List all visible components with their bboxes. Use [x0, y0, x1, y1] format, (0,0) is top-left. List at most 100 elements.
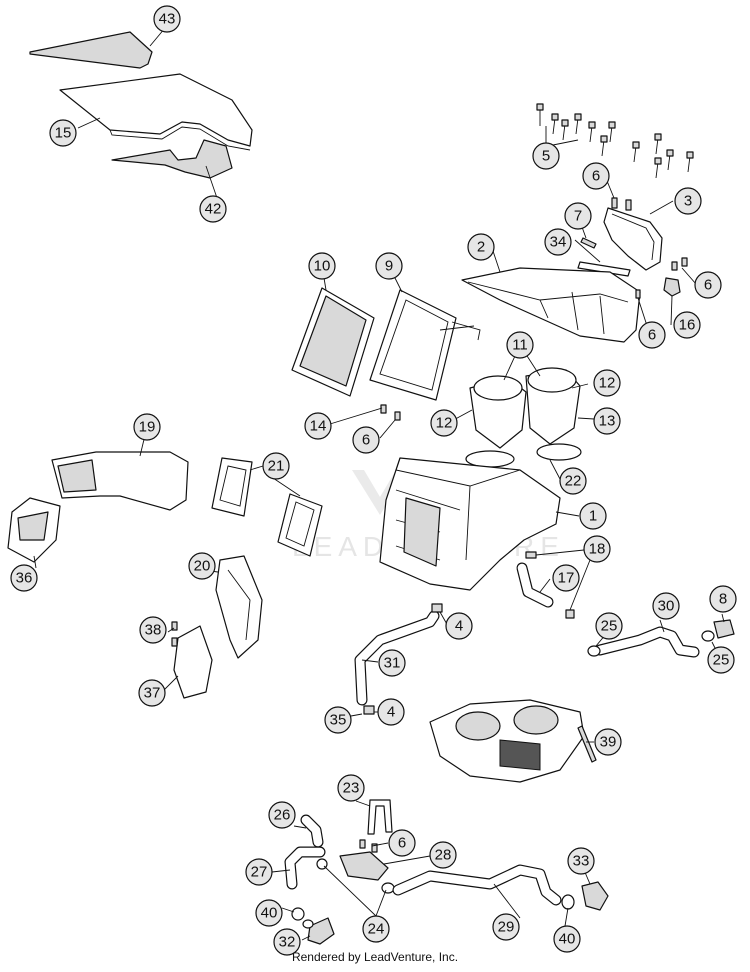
svg-text:6: 6	[648, 327, 656, 344]
svg-text:10: 10	[314, 258, 331, 275]
svg-text:35: 35	[330, 712, 347, 729]
clamp-40b	[291, 907, 305, 921]
callouts: 43 15 42 5 6 3 7 34 2 6 16 6 10 9 11 12 …	[10, 5, 737, 956]
callout-31: 31	[378, 649, 406, 677]
svg-text:28: 28	[435, 847, 452, 864]
callout-12-left: 12	[430, 409, 458, 437]
airbox-lid-ribs	[467, 281, 629, 335]
hose-17-inner	[517, 563, 553, 607]
cover-15-edge	[109, 126, 251, 151]
clamp-40a	[561, 894, 575, 910]
callout-33: 33	[567, 847, 595, 875]
bracket-23	[367, 799, 393, 835]
svg-text:33: 33	[573, 853, 590, 870]
svg-text:13: 13	[599, 413, 616, 430]
svg-text:31: 31	[384, 655, 401, 672]
seal-21b	[277, 493, 323, 557]
valve-28	[339, 851, 389, 881]
svg-text:9: 9	[385, 258, 393, 275]
duct-inlet-36-mouth	[17, 511, 49, 541]
hose-27-inner	[285, 847, 325, 889]
airbox-body-1-window	[403, 497, 441, 567]
duct-20	[215, 555, 263, 659]
cover-3-rim	[611, 213, 655, 261]
seal-21a	[211, 457, 253, 517]
callout-6-right: 6	[694, 271, 722, 299]
airbox-body-1-detail	[395, 457, 521, 561]
clamp-24b	[381, 882, 395, 894]
svg-text:6: 6	[398, 835, 406, 852]
callout-6-lid: 6	[638, 321, 666, 349]
callout-2: 2	[467, 233, 495, 261]
callout-32: 32	[273, 928, 301, 956]
svg-text:40: 40	[261, 905, 278, 922]
svg-text:30: 30	[658, 598, 675, 615]
callout-6-top: 6	[582, 162, 610, 190]
callout-4-upper: 4	[445, 612, 473, 640]
elbow-26-inner	[301, 815, 323, 847]
clamp-25b	[701, 630, 715, 642]
bracket-37	[173, 625, 213, 699]
callout-14: 14	[304, 412, 332, 440]
callout-30: 30	[652, 592, 680, 620]
clamp-25a	[587, 645, 601, 657]
air-filter-10-element	[299, 295, 367, 387]
callout-13: 13	[593, 407, 621, 435]
callout-4-lower: 4	[377, 698, 405, 726]
throttle-bore-a	[455, 711, 501, 741]
callout-7: 7	[564, 202, 592, 230]
callout-36: 36	[10, 564, 38, 592]
clip-7	[580, 237, 597, 249]
hose-31-inner	[355, 611, 439, 705]
svg-text:34: 34	[550, 234, 567, 251]
filter-frame-9	[369, 289, 457, 401]
svg-text:3: 3	[684, 193, 692, 210]
fitting-32-cap	[302, 919, 314, 929]
svg-text:23: 23	[343, 780, 360, 797]
callout-20: 20	[188, 552, 216, 580]
svg-text:18: 18	[589, 541, 606, 558]
callout-19: 19	[133, 413, 161, 441]
callout-38: 38	[139, 616, 167, 644]
svg-text:27: 27	[251, 864, 268, 881]
callout-23: 23	[337, 774, 365, 802]
intake-duct-19-mouth	[57, 459, 97, 493]
callout-42: 42	[199, 195, 227, 223]
throttle-actuator	[499, 739, 541, 771]
svg-text:40: 40	[559, 931, 576, 948]
svg-text:25: 25	[601, 618, 618, 635]
callout-40-left: 40	[255, 899, 283, 927]
svg-text:4: 4	[455, 618, 463, 635]
svg-text:21: 21	[268, 458, 285, 475]
gasket-22a	[465, 450, 515, 468]
svg-text:4: 4	[387, 704, 395, 721]
svg-text:32: 32	[279, 934, 296, 951]
svg-text:17: 17	[558, 570, 575, 587]
clamp-18a	[525, 551, 537, 559]
seal-21b-inner	[285, 501, 315, 547]
svg-text:7: 7	[574, 208, 582, 225]
svg-text:16: 16	[679, 317, 696, 334]
callout-18: 18	[583, 535, 611, 563]
callout-22: 22	[559, 467, 587, 495]
svg-text:37: 37	[144, 685, 161, 702]
clamps-4	[363, 603, 443, 715]
footer-credit: Rendered by LeadVenture, Inc.	[291, 950, 459, 964]
cover-15	[59, 73, 253, 147]
callout-3: 3	[674, 187, 702, 215]
svg-text:14: 14	[310, 418, 327, 435]
svg-text:6: 6	[704, 277, 712, 294]
svg-text:36: 36	[16, 570, 33, 587]
callout-1: 1	[579, 502, 607, 530]
svg-text:2: 2	[477, 239, 485, 256]
grommet-16	[663, 277, 681, 297]
callout-24: 24	[362, 915, 390, 943]
callout-39: 39	[594, 728, 622, 756]
screws-6	[359, 197, 688, 853]
callout-15: 15	[49, 119, 77, 147]
svg-text:38: 38	[145, 622, 162, 639]
svg-text:6: 6	[362, 432, 370, 449]
callout-29: 29	[492, 913, 520, 941]
callout-10: 10	[308, 252, 336, 280]
